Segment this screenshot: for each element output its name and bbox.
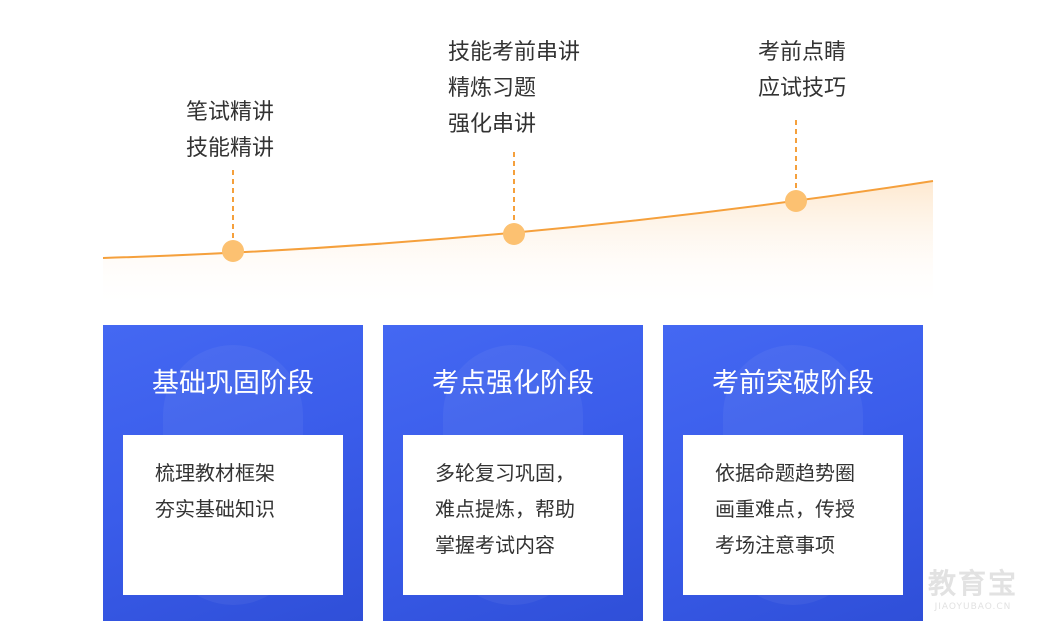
timeline-dot-1	[222, 240, 244, 262]
timeline-dot-2	[503, 223, 525, 245]
label-line: 强化串讲	[448, 112, 537, 137]
description-line: 梳理教材框架	[155, 461, 275, 485]
stage-description-box: 梳理教材框架 夯实基础知识	[123, 435, 343, 595]
description-line: 依据命题趋势圈	[715, 461, 855, 485]
description-line: 夯实基础知识	[155, 497, 275, 521]
description-line: 考场注意事项	[715, 533, 835, 557]
stage-card-breakthrough: 考前突破阶段 依据命题趋势圈 画重难点，传授 考场注意事项	[663, 325, 923, 621]
description-line: 画重难点，传授	[715, 497, 855, 521]
growth-curve	[102, 120, 934, 310]
label-line: 技能精讲	[186, 136, 275, 161]
stage-description-box: 依据命题趋势圈 画重难点，传授 考场注意事项	[683, 435, 903, 595]
timeline-dot-3	[785, 190, 807, 212]
watermark-logo: 教育宝 JIAOYUBAO.CN	[928, 562, 1018, 612]
description-line: 掌握考试内容	[435, 533, 555, 557]
label-line: 技能考前串讲	[448, 40, 581, 65]
stage-title: 考点强化阶段	[432, 368, 594, 399]
description-line: 多轮复习巩固，	[435, 461, 575, 485]
label-line: 考前点睛	[758, 40, 847, 65]
stage-card-foundation: 基础巩固阶段 梳理教材框架 夯实基础知识	[103, 325, 363, 621]
timeline-label-1: 笔试精讲 技能精讲	[186, 95, 274, 167]
timeline-label-3: 考前点睛 应试技巧	[758, 35, 846, 107]
description-line: 难点提炼，帮助	[435, 497, 575, 521]
watermark-domain: JIAOYUBAO.CN	[934, 602, 1012, 612]
stage-title: 考前突破阶段	[712, 368, 874, 399]
stage-title: 基础巩固阶段	[152, 368, 314, 399]
timeline-label-2: 技能考前串讲 精炼习题 强化串讲	[448, 35, 580, 143]
label-line: 应试技巧	[758, 76, 847, 101]
stage-card-reinforcement: 考点强化阶段 多轮复习巩固， 难点提炼，帮助 掌握考试内容	[383, 325, 643, 621]
stage-description-box: 多轮复习巩固， 难点提炼，帮助 掌握考试内容	[403, 435, 623, 595]
label-line: 精炼习题	[448, 76, 537, 101]
label-line: 笔试精讲	[186, 100, 275, 125]
watermark-text: 教育宝	[928, 567, 1019, 600]
